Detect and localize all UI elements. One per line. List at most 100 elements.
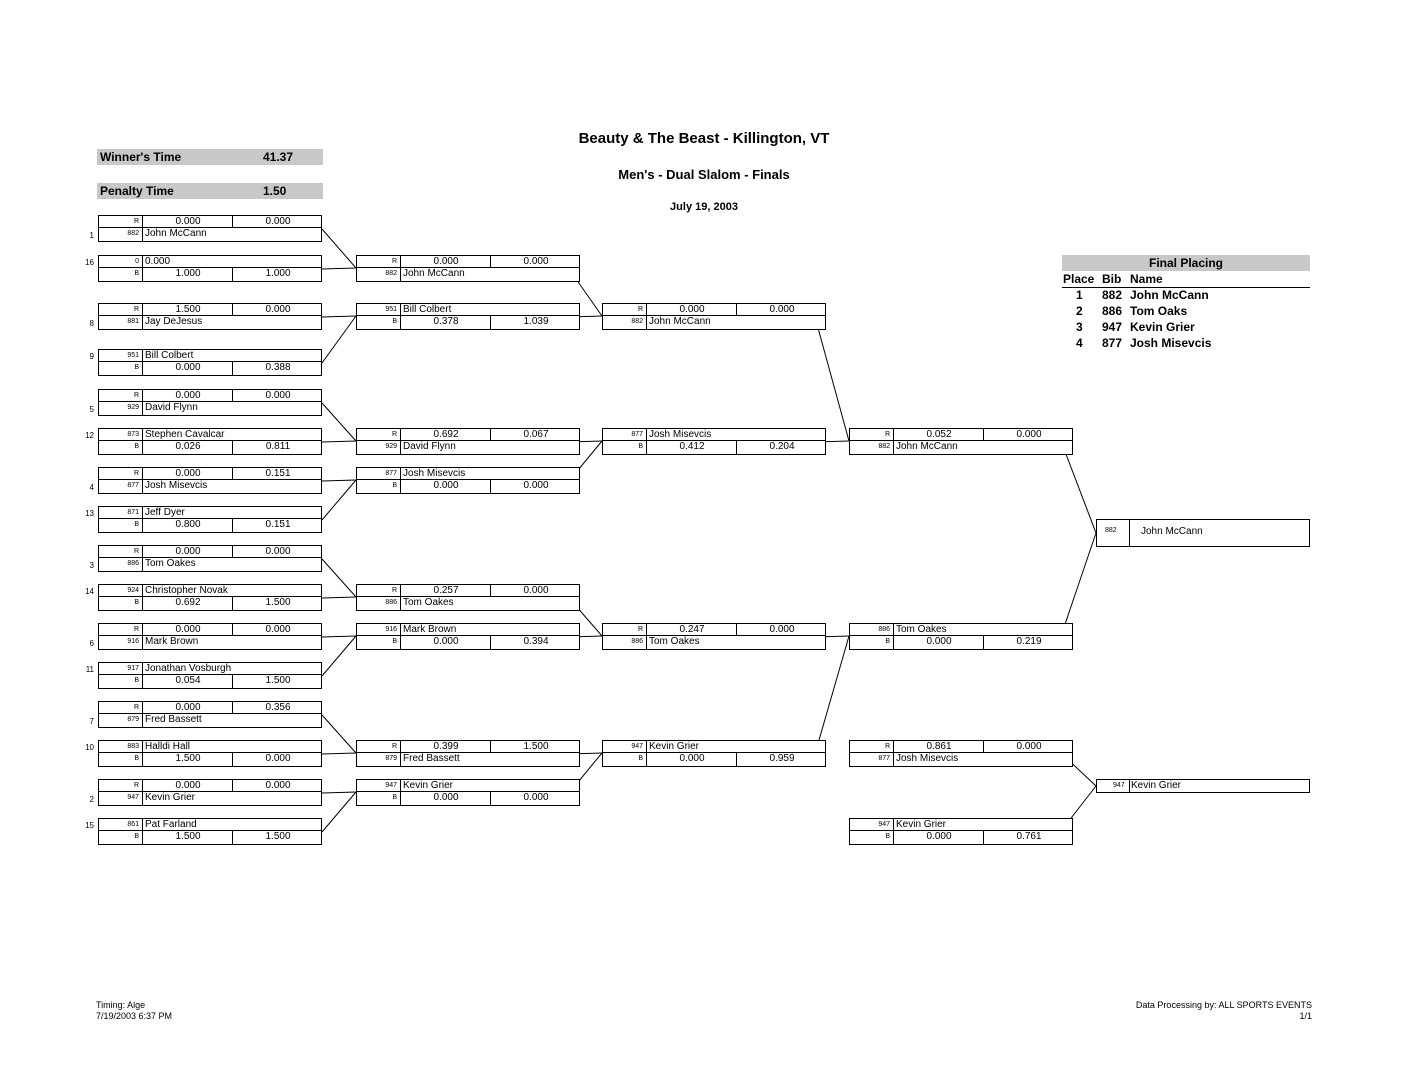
racer-bib: 861: [99, 819, 141, 830]
run-time-2: 0.000: [232, 753, 323, 766]
racer-name: Pat Farland: [142, 819, 321, 830]
footer-left: Timing: Alge 7/19/2003 6:37 PM: [96, 1000, 172, 1022]
run-time-1: 0.000: [142, 702, 233, 713]
run-time-2: 1.500: [232, 831, 323, 844]
final-placing-columns: Place Bib Name: [1062, 272, 1310, 288]
racer-name: Josh Misevcis: [646, 429, 825, 440]
run-time-2: 0.000: [232, 216, 323, 227]
event-subtitle: Men's - Dual Slalom - Finals: [618, 167, 790, 182]
racer-bib: 917: [99, 663, 141, 674]
racer-bib: 951: [99, 350, 141, 361]
racer-name: Halldi Hall: [142, 741, 321, 752]
racer-name: 0.000: [142, 256, 321, 267]
course-label: B: [357, 636, 399, 649]
racer-bib: 882: [99, 228, 141, 241]
racer-bib: 947: [603, 741, 645, 752]
racer-name: Christopher Novak: [142, 585, 321, 596]
bib-number: 947: [385, 782, 397, 789]
course-label: B: [357, 792, 399, 805]
course-letter: R: [391, 258, 397, 265]
course-letter: R: [391, 743, 397, 750]
racer-name: John McCann: [646, 316, 825, 329]
seed-number: 7: [89, 717, 94, 726]
run-time-1: 0.412: [646, 441, 737, 454]
racer-bib: 947: [850, 819, 892, 830]
run-time-2: 0.000: [490, 585, 581, 596]
course-label: R: [99, 546, 141, 557]
champion-name: John McCann: [1141, 526, 1203, 537]
bracket-connector: [321, 791, 357, 794]
bib-number: 0: [135, 258, 139, 265]
seed-number: 11: [85, 665, 94, 674]
run-time-1: 1.500: [142, 304, 233, 315]
course-letter: R: [391, 431, 397, 438]
run-time-1: 0.000: [142, 390, 233, 401]
penalty-time-label: Penalty Time: [100, 184, 174, 198]
course-label: R: [850, 741, 892, 752]
run-time-2: 0.000: [232, 624, 323, 635]
course-letter: R: [391, 587, 397, 594]
run-time-1: 0.000: [142, 780, 233, 791]
run-time-1: 0.000: [893, 636, 984, 649]
run-time-1: 0.000: [400, 256, 491, 267]
run-time-2: 0.356: [232, 702, 323, 713]
seed-number: 10: [85, 743, 94, 752]
bib-number: 877: [127, 482, 139, 489]
seed-number: 2: [89, 795, 94, 804]
placing-place: 4: [1076, 336, 1083, 350]
run-time-2: 0.000: [983, 429, 1074, 440]
run-time-1: 0.000: [400, 792, 491, 805]
course-label: B: [603, 441, 645, 454]
third-place-name: Kevin Grier: [1131, 780, 1182, 791]
footer-page: 1/1: [1299, 1011, 1312, 1021]
bib-number: 879: [385, 755, 397, 762]
run-time-1: 0.692: [142, 597, 233, 610]
run-time-1: 0.026: [142, 441, 233, 454]
champion-bib: 882: [1105, 527, 1117, 534]
winners-time-label: Winner's Time: [100, 150, 182, 164]
course-letter: R: [884, 743, 890, 750]
course-label: R: [99, 468, 141, 479]
placing-place: 2: [1076, 304, 1083, 318]
run-time-1: 0.000: [400, 480, 491, 493]
racer-bib: 879: [357, 753, 399, 766]
course-letter: R: [133, 392, 139, 399]
course-letter: B: [134, 270, 139, 277]
penalty-time-value: 1.50: [263, 184, 287, 198]
racer-name: Jay DeJesus: [142, 316, 321, 329]
